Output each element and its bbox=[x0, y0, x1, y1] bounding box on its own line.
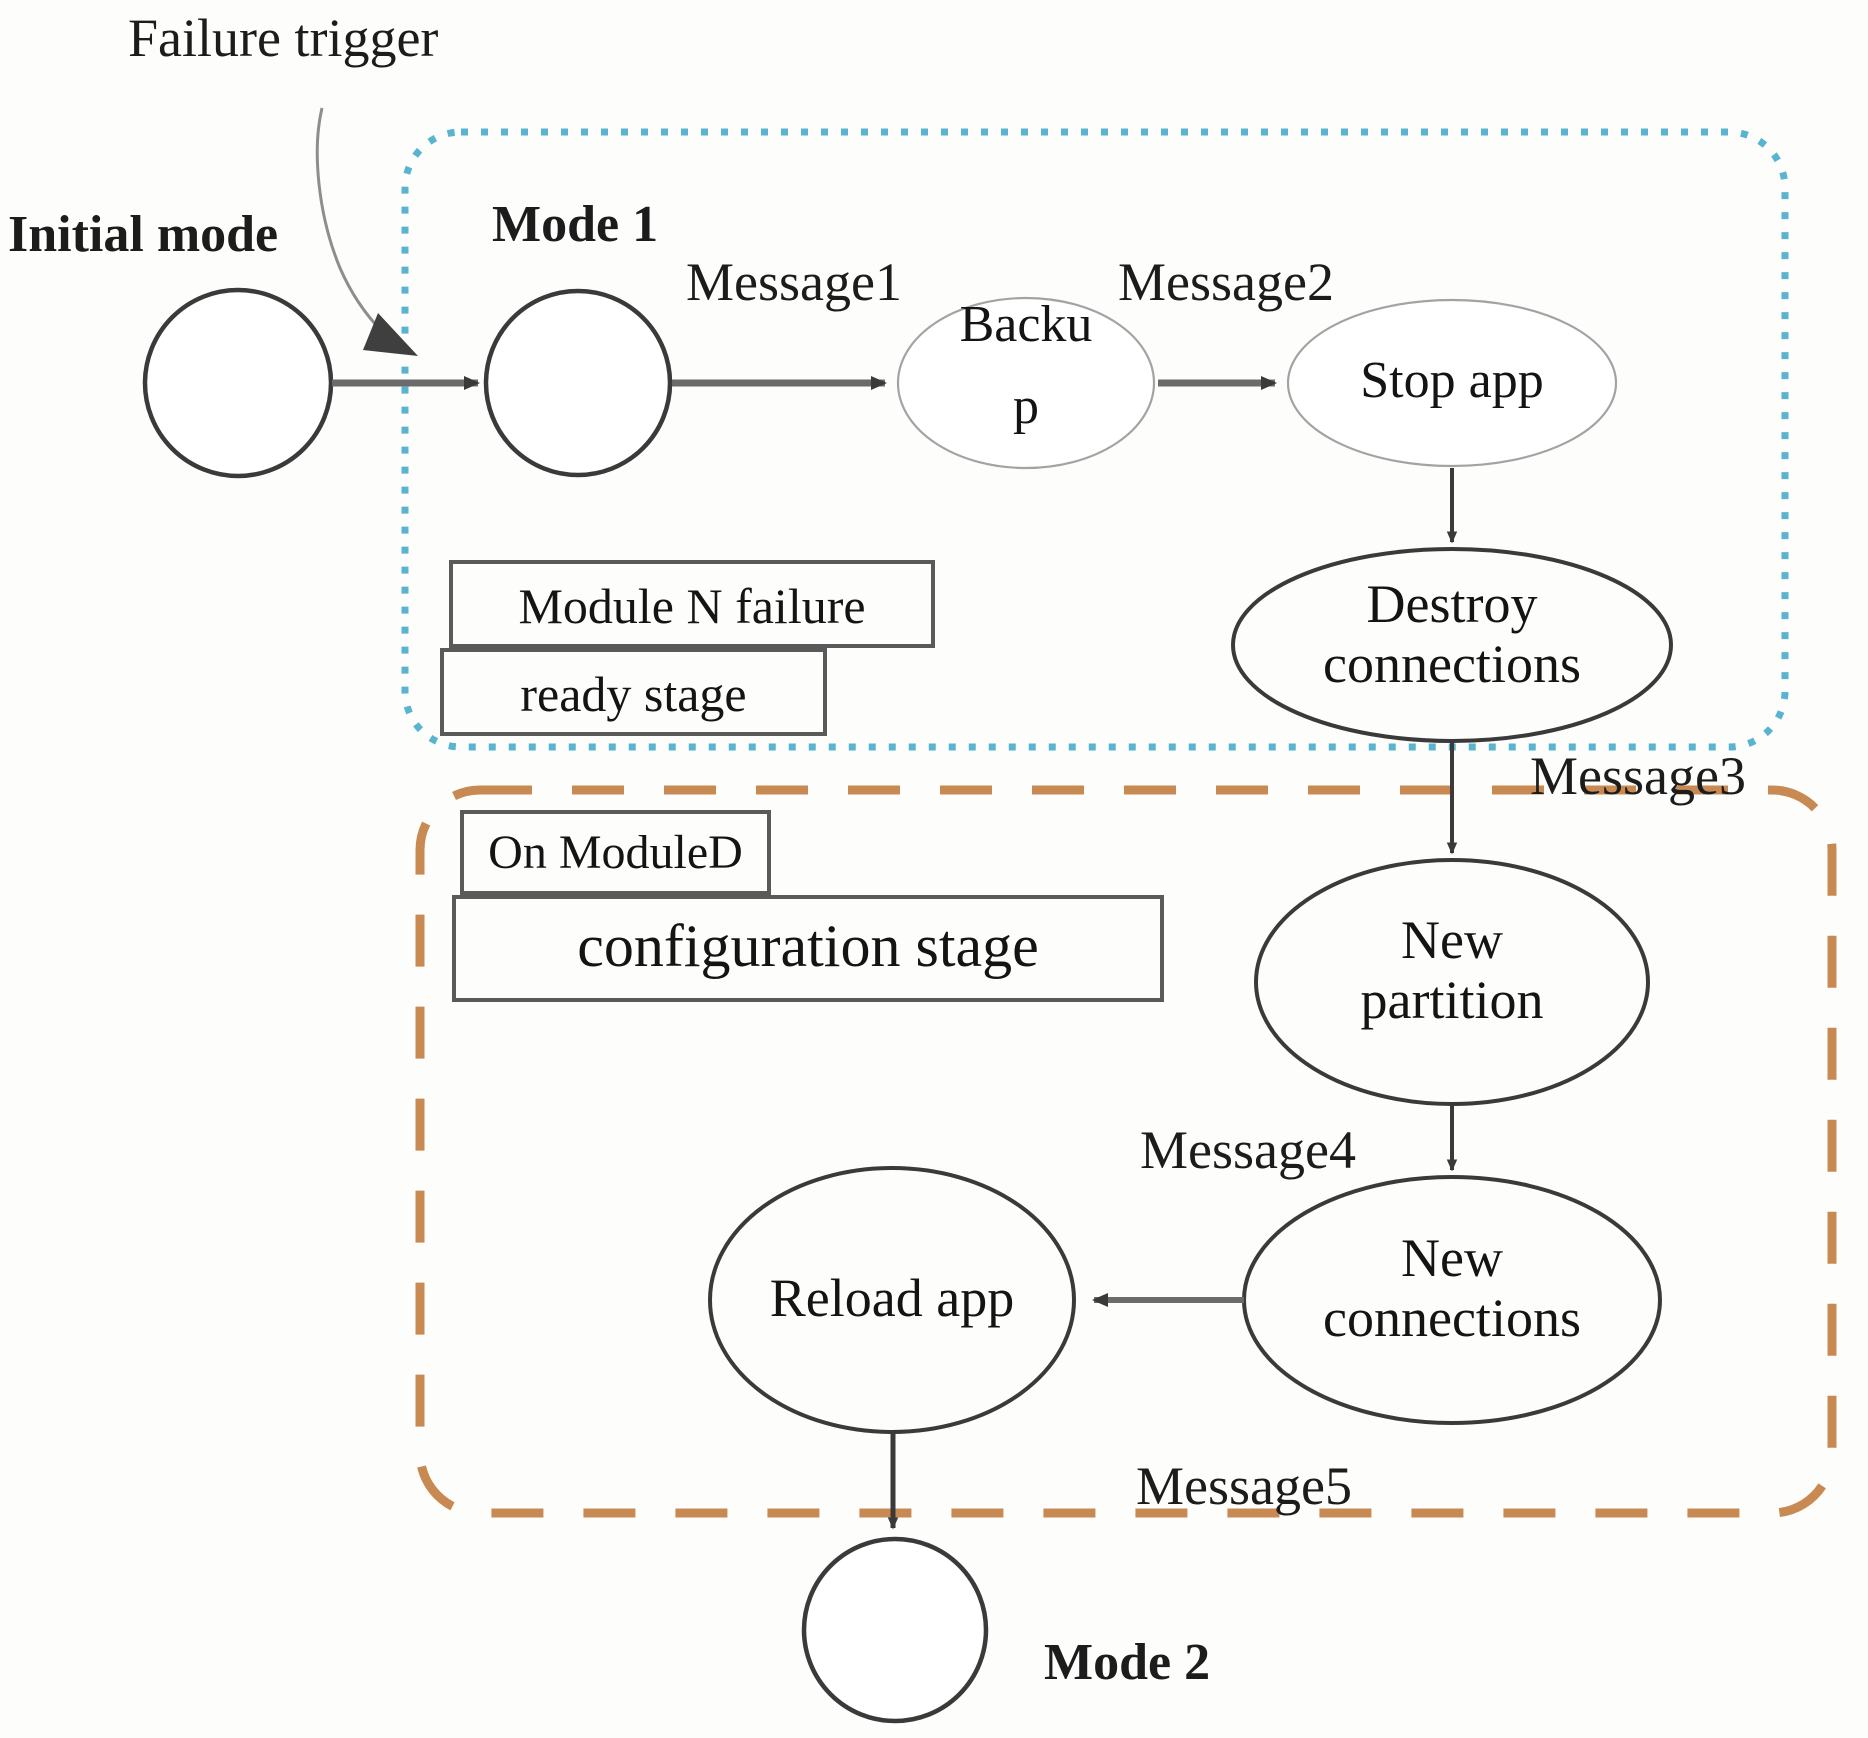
mode2-region-border bbox=[415, 785, 1837, 1518]
backup-label-line2: p bbox=[1013, 378, 1039, 435]
stop-app-label: Stop app bbox=[1360, 352, 1544, 409]
new-connections-label: New connections bbox=[1323, 1228, 1581, 1349]
module-n-failure-box bbox=[449, 560, 935, 648]
failure-trigger-arrowhead bbox=[363, 313, 418, 356]
mode1-label: Mode 1 bbox=[492, 196, 659, 253]
ready-stage-box bbox=[440, 648, 827, 736]
configuration-stage-box bbox=[452, 895, 1164, 1002]
mode2-end-circle bbox=[801, 1536, 989, 1724]
backup-ellipse bbox=[896, 296, 1156, 470]
ready-stage-label: ready stage bbox=[520, 666, 747, 722]
configuration-stage-label: configuration stage bbox=[577, 913, 1039, 979]
new-partition-label: New partition bbox=[1360, 910, 1544, 1031]
on-module-d-label: On ModuleD bbox=[488, 826, 743, 879]
message2-label: Message2 bbox=[1118, 252, 1334, 312]
message3-label: Message3 bbox=[1530, 746, 1746, 806]
mode1-start-circle bbox=[483, 288, 673, 478]
failure-trigger-edge bbox=[315, 107, 401, 350]
initial-mode-circle bbox=[142, 287, 334, 479]
mode1-region-border bbox=[401, 128, 1789, 751]
message5-label: Message5 bbox=[1136, 1456, 1352, 1516]
message1-label: Message1 bbox=[686, 252, 902, 312]
stop-app-ellipse bbox=[1286, 298, 1618, 468]
initial-mode-label: Initial mode bbox=[8, 206, 279, 263]
backup-label-line1: Backu bbox=[959, 296, 1093, 353]
mode2-label: Mode 2 bbox=[1044, 1634, 1211, 1691]
on-module-d-box bbox=[460, 810, 771, 895]
destroy-connections-label: Destroy connections bbox=[1323, 574, 1581, 695]
message4-label: Message4 bbox=[1140, 1120, 1356, 1180]
reload-app-label: Reload app bbox=[769, 1268, 1015, 1328]
failure-trigger-label: Failure trigger bbox=[128, 8, 439, 68]
module-n-failure-label: Module N failure bbox=[518, 578, 866, 634]
